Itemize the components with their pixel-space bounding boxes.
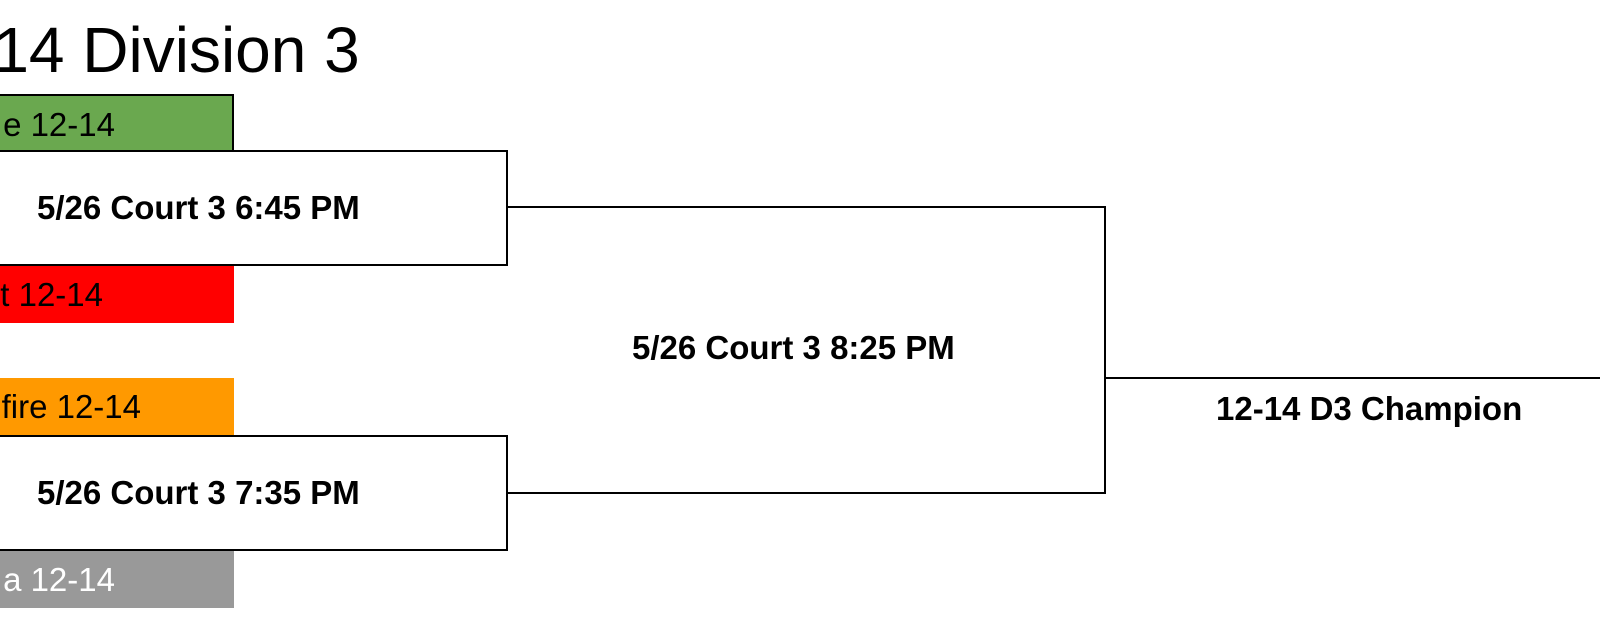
semifinal-1-box: 5/26 Court 3 6:45 PM bbox=[0, 150, 508, 266]
team-slot-4: a 12-14 bbox=[0, 551, 234, 608]
team-slot-3: fire 12-14 bbox=[0, 378, 234, 435]
semifinal-2-box: 5/26 Court 3 7:35 PM bbox=[0, 435, 508, 551]
team-slot-2-label: t 12-14 bbox=[0, 276, 103, 313]
final-bracket-connector bbox=[506, 206, 1106, 494]
team-slot-3-label: fire 12-14 bbox=[1, 388, 141, 425]
semifinal-2-label: 5/26 Court 3 7:35 PM bbox=[37, 474, 360, 511]
team-slot-2: t 12-14 bbox=[0, 266, 234, 323]
final-game-label: 5/26 Court 3 8:25 PM bbox=[632, 329, 955, 366]
champion-line bbox=[1104, 377, 1600, 379]
team-slot-1-label: e 12-14 bbox=[3, 106, 115, 143]
semifinal-1-label: 5/26 Court 3 6:45 PM bbox=[37, 189, 360, 226]
team-slot-4-label: a 12-14 bbox=[3, 561, 115, 598]
champion-label: 12-14 D3 Champion bbox=[1216, 390, 1523, 427]
team-slot-1: e 12-14 bbox=[0, 94, 234, 152]
bracket-title: -14 Division 3 bbox=[0, 14, 360, 86]
